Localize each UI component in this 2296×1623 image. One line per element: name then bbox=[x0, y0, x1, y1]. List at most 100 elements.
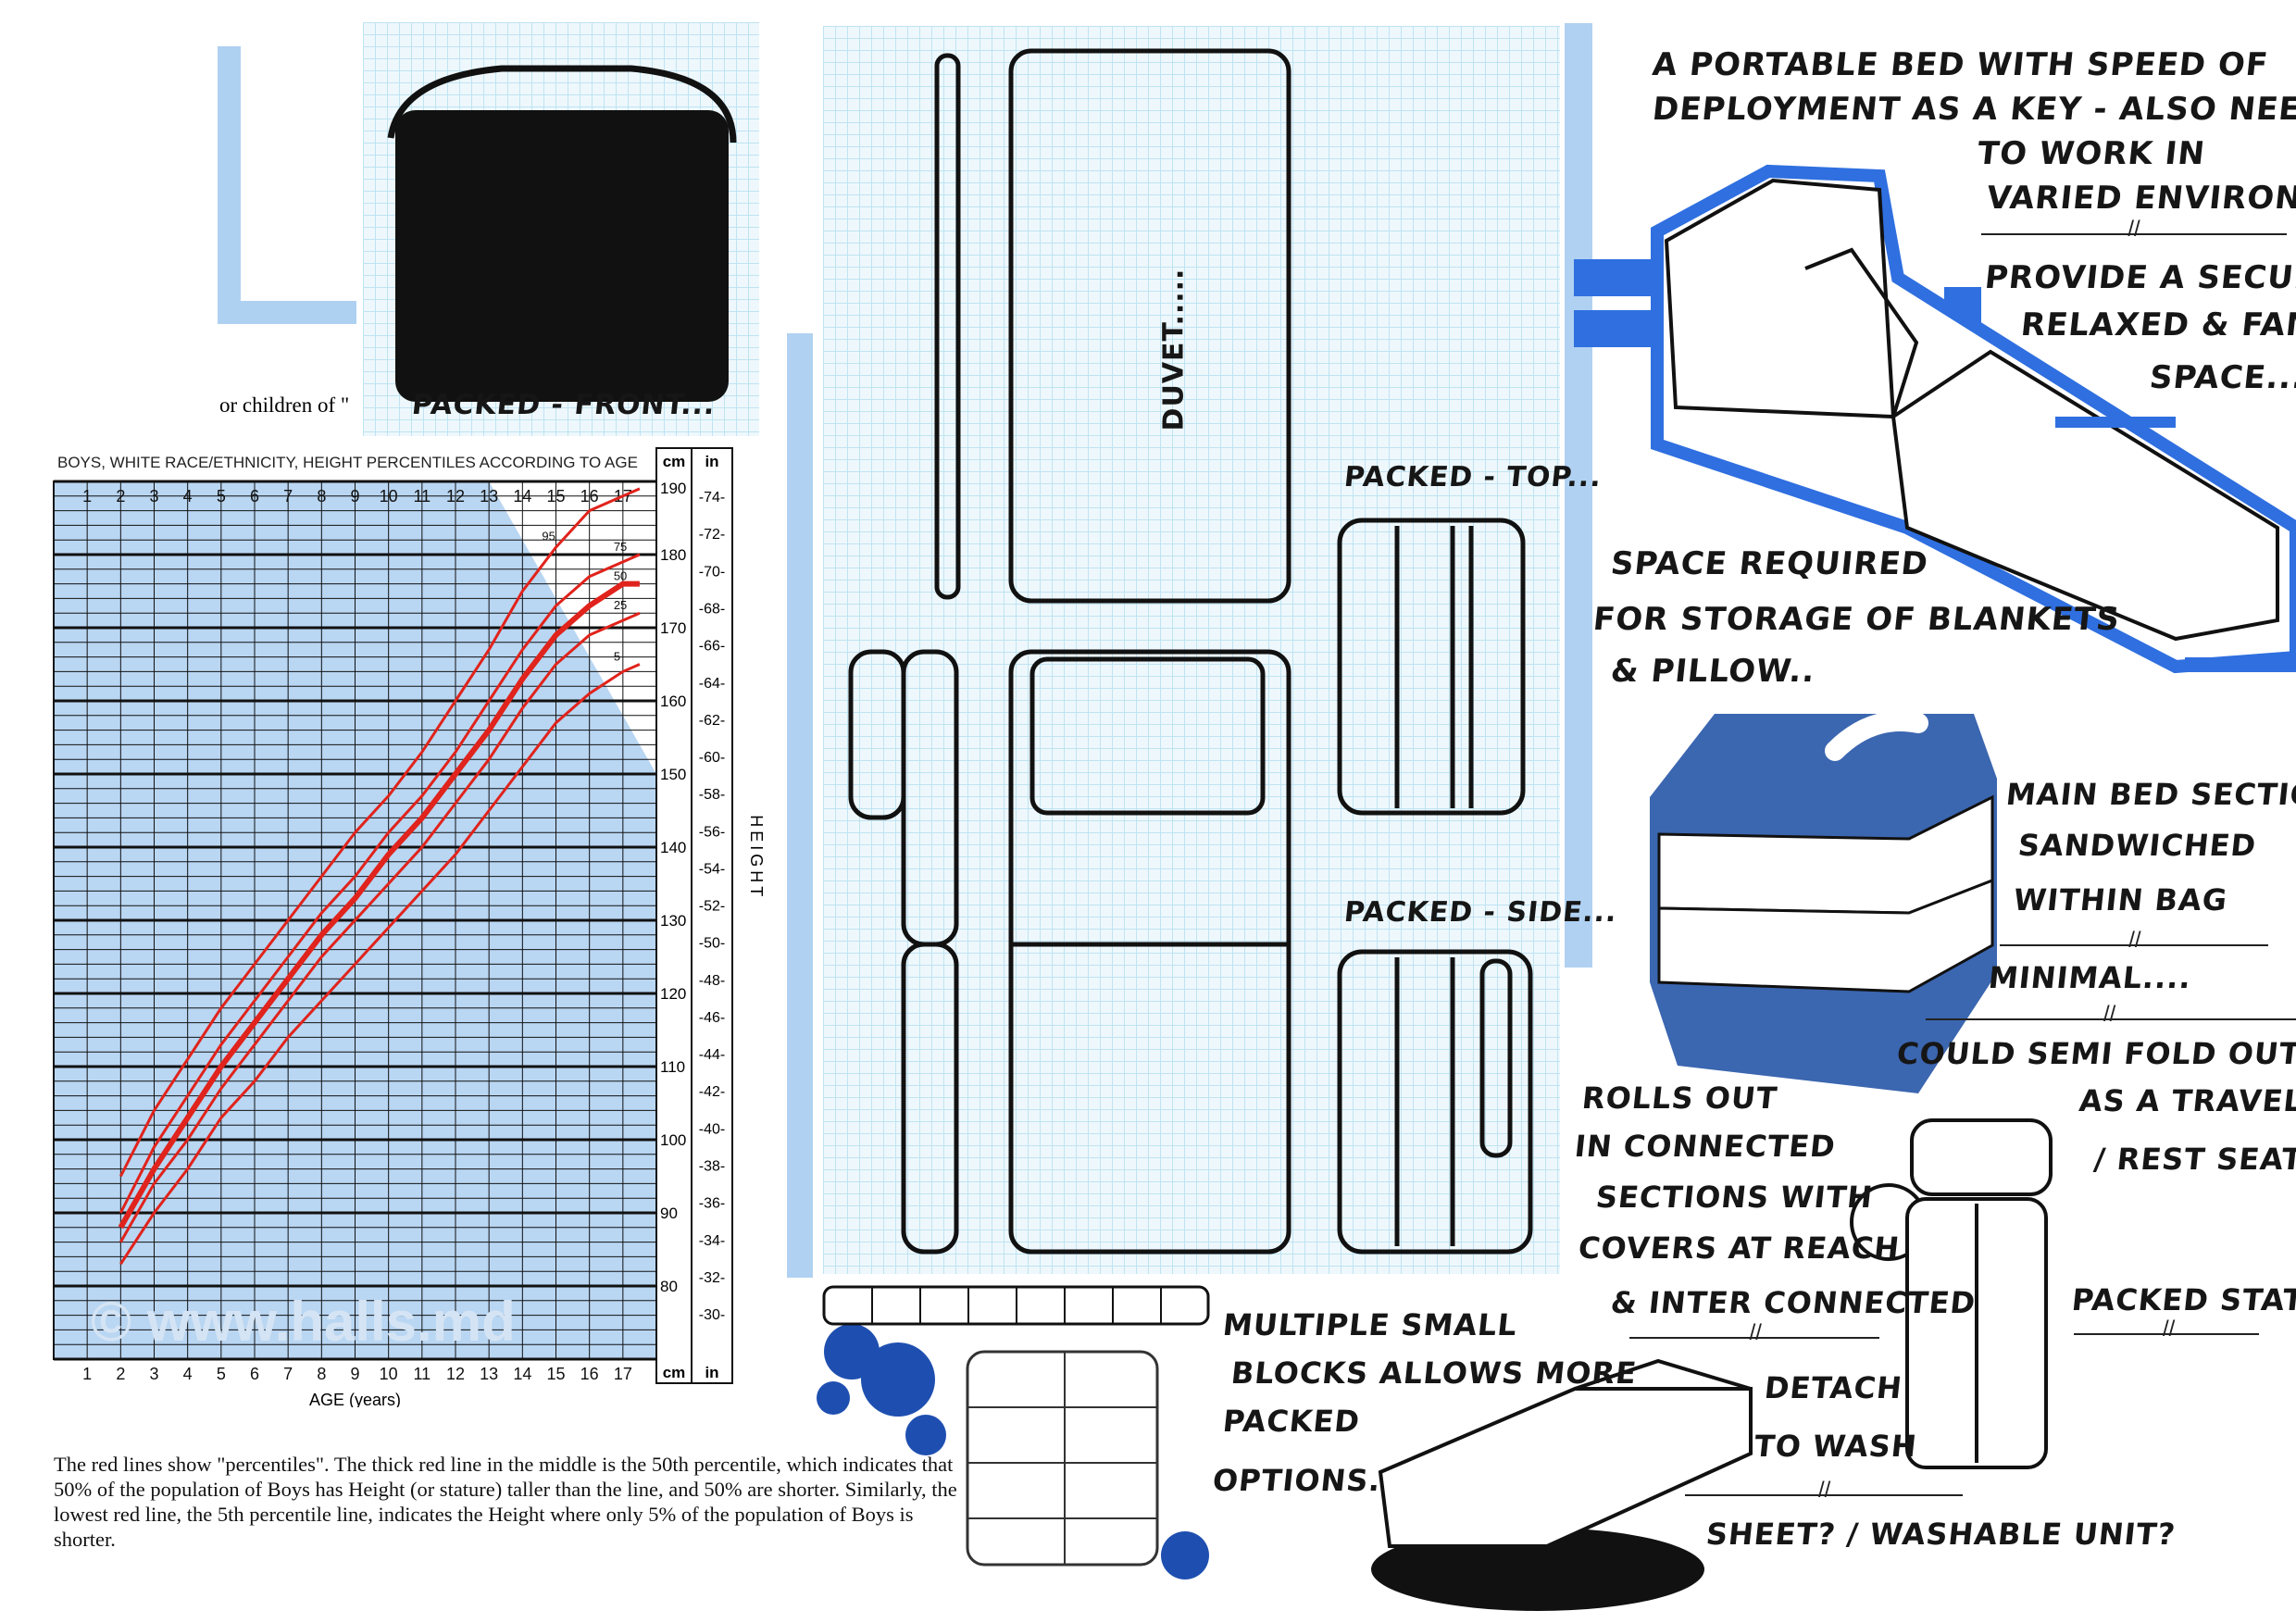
cm-header: cm bbox=[663, 453, 686, 470]
note-provide-1: PROVIDE A SECURE, bbox=[1982, 259, 2296, 296]
note-main-bed-2: SANDWICHED bbox=[2016, 828, 2259, 863]
x-tick-label: 8 bbox=[317, 1365, 326, 1383]
packed-side-rolls bbox=[1337, 949, 1533, 1255]
percentile-explanation: The red lines show "percentiles". The th… bbox=[54, 1453, 957, 1551]
x-tick-label-top: 6 bbox=[250, 487, 259, 506]
pillow-outline bbox=[1029, 656, 1266, 816]
storage-bag-sketch bbox=[1650, 711, 1997, 1093]
note-rolls-2: IN CONNECTED bbox=[1573, 1129, 1838, 1164]
note-fold-1: COULD SEMI FOLD OUT bbox=[1895, 1036, 2296, 1071]
percentile-label: 50 bbox=[614, 569, 627, 583]
note-blocks-4: OPTIONS. bbox=[1211, 1463, 1383, 1498]
x-tick-label-top: 10 bbox=[380, 487, 398, 506]
x-tick-label: 1 bbox=[82, 1365, 92, 1383]
x-tick-label: 16 bbox=[580, 1365, 599, 1383]
x-tick-label: 10 bbox=[380, 1365, 398, 1383]
in-tick-label: -44- bbox=[699, 1047, 725, 1063]
bed-section-left bbox=[901, 649, 959, 947]
note-provide-3: SPACE... bbox=[2147, 359, 2296, 396]
note-sheet: SHEET? / WASHABLE UNIT? bbox=[1704, 1517, 2177, 1552]
note-divider bbox=[1629, 1320, 1879, 1346]
in-tick-label: -70- bbox=[699, 564, 725, 580]
packed-state-sketch bbox=[1850, 1118, 2053, 1469]
packed-top-label: PACKED - TOP... bbox=[1342, 461, 1603, 493]
percentile-line-5 bbox=[119, 663, 641, 1266]
duvet-label: DUVET..... bbox=[1157, 268, 1191, 431]
marker-stroke bbox=[1565, 23, 1592, 968]
unit-columns bbox=[655, 447, 733, 1384]
cm-tick-label: 120 bbox=[660, 985, 686, 1003]
x-tick-label: 6 bbox=[250, 1365, 259, 1383]
x-tick-label-top: 7 bbox=[283, 487, 293, 506]
x-tick-label-top: 12 bbox=[446, 487, 465, 506]
cm-tick-label: 110 bbox=[660, 1058, 685, 1076]
x-tick-label-top: 16 bbox=[580, 487, 599, 506]
cm-footer: cm bbox=[663, 1364, 686, 1381]
packed-front-label: PACKED - FRONT... bbox=[410, 389, 718, 421]
percentile-label: 25 bbox=[614, 598, 627, 612]
note-intro-2: DEPLOYMENT AS A KEY - ALSO NEEDS bbox=[1650, 91, 2296, 128]
in-tick-label: -68- bbox=[699, 602, 725, 618]
in-tick-label: -34- bbox=[699, 1233, 725, 1249]
x-tick-label-top: 3 bbox=[149, 487, 158, 506]
note-intro-3: TO WORK IN bbox=[1975, 135, 2207, 172]
in-tick-label: -40- bbox=[699, 1121, 725, 1137]
bag-body bbox=[395, 110, 729, 402]
note-intro-1: A PORTABLE BED WITH SPEED OF bbox=[1650, 46, 2271, 83]
note-storage-3: & PILLOW.. bbox=[1608, 653, 1817, 690]
marker-stroke bbox=[218, 46, 356, 324]
x-tick-label: 5 bbox=[217, 1365, 226, 1383]
note-blocks-2: BLOCKS ALLOWS MORE bbox=[1229, 1355, 1639, 1391]
in-tick-label: -74- bbox=[699, 490, 725, 506]
x-tick-label-top: 11 bbox=[413, 487, 430, 506]
pillow-section bbox=[848, 649, 906, 820]
x-tick-label: 15 bbox=[546, 1365, 565, 1383]
x-tick-label-top: 1 bbox=[82, 487, 92, 506]
x-tick-label-top: 9 bbox=[350, 487, 359, 506]
in-tick-label: -56- bbox=[699, 824, 725, 840]
marker-stroke bbox=[787, 333, 813, 1278]
note-main-bed-1: MAIN BED SECTION bbox=[2004, 777, 2296, 812]
in-tick-label: -46- bbox=[699, 1010, 725, 1026]
portable-bed-sketch bbox=[1574, 164, 2296, 674]
percentile-line-95 bbox=[119, 487, 641, 1178]
percentile-line-50 bbox=[118, 581, 640, 1230]
x-tick-label-top: 13 bbox=[480, 487, 498, 506]
note-fold-3: / REST SEAT bbox=[2092, 1142, 2296, 1177]
in-tick-label: -52- bbox=[699, 899, 725, 915]
note-intro-4: VARIED ENVIRONMENTS bbox=[1984, 180, 2296, 217]
x-tick-label: 9 bbox=[350, 1365, 359, 1383]
note-blocks-1: MULTIPLE SMALL bbox=[1221, 1307, 1519, 1342]
x-axis-label: AGE (years) bbox=[309, 1391, 401, 1407]
in-tick-label: -48- bbox=[699, 973, 725, 989]
note-divider bbox=[2074, 1317, 2259, 1342]
packed-side-label: PACKED - SIDE... bbox=[1342, 896, 1619, 929]
x-tick-label-top: 14 bbox=[513, 487, 531, 506]
cm-tick-label: 80 bbox=[660, 1278, 678, 1295]
x-tick-label: 2 bbox=[116, 1365, 125, 1383]
note-main-bed-3: WITHIN BAG bbox=[2012, 882, 2230, 918]
watermark: © www.halls.md bbox=[91, 1291, 516, 1353]
cm-tick-label: 170 bbox=[660, 619, 686, 637]
x-tick-label: 17 bbox=[614, 1365, 632, 1383]
x-tick-label-top: 5 bbox=[217, 487, 226, 506]
percentile-line-75 bbox=[119, 553, 641, 1214]
in-tick-label: -54- bbox=[699, 861, 725, 877]
x-tick-label-top: 15 bbox=[546, 487, 565, 506]
x-tick-label: 7 bbox=[283, 1365, 293, 1383]
note-rolls-3: SECTIONS WITH bbox=[1594, 1180, 1876, 1215]
blocks-sketch bbox=[817, 1285, 1210, 1579]
note-divider bbox=[1981, 217, 2287, 243]
in-footer: in bbox=[705, 1364, 718, 1381]
in-tick-label: -32- bbox=[699, 1270, 725, 1286]
x-tick-label: 4 bbox=[183, 1365, 193, 1383]
bag-front-sketch bbox=[387, 65, 737, 402]
x-tick-label: 14 bbox=[513, 1365, 531, 1383]
cm-tick-label: 140 bbox=[660, 839, 686, 856]
note-storage-1: SPACE REQUIRED bbox=[1608, 545, 1930, 582]
note-rolls-4: COVERS AT REACH bbox=[1577, 1230, 1903, 1266]
pillow-strip bbox=[934, 53, 961, 600]
in-tick-label: -38- bbox=[699, 1158, 725, 1174]
x-tick-label: 11 bbox=[413, 1365, 430, 1383]
growth-chart: 1122334455667788991010111112121313141415… bbox=[53, 447, 766, 1407]
